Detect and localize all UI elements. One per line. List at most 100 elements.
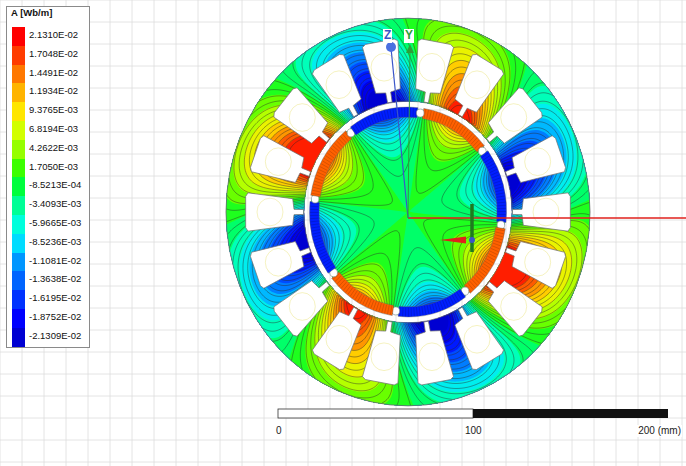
flux-line [208, 0, 608, 425]
magnet-hatch [321, 164, 329, 168]
rotor-field [208, 0, 608, 425]
magnet-hatch [390, 306, 392, 315]
legend-value: 1.7048E-02 [29, 49, 78, 59]
legend-value: -1.1081E-02 [29, 256, 81, 266]
flux-line [208, 0, 608, 425]
magnet-hatch [376, 113, 379, 122]
magnet-hatch [497, 208, 505, 209]
stator-slot [312, 54, 361, 116]
axis-label: Y [404, 29, 414, 43]
flux-line [234, 33, 582, 391]
flux-line [208, 26, 608, 398]
flux-line [208, 0, 608, 425]
magnet-hatch [491, 248, 499, 251]
legend-swatch [12, 121, 25, 140]
flux-line [208, 0, 608, 425]
magnet-hatch [310, 215, 318, 216]
coil-outline [257, 198, 283, 226]
field-band [208, 0, 608, 425]
legend-value: -5.9665E-03 [29, 218, 81, 228]
grid-line [0, 440, 686, 441]
magnet-hatch [486, 259, 493, 263]
magnet-hatch [404, 108, 405, 117]
flux-line [208, 0, 608, 425]
magnet-hatch [379, 303, 382, 312]
coil-outline [326, 325, 352, 353]
magnet-hatch [452, 121, 456, 129]
flux-line [208, 0, 608, 425]
magnet-hatch [447, 118, 451, 126]
magnet-hatch [319, 169, 327, 173]
field-band [208, 0, 608, 425]
coil-outline [533, 198, 559, 226]
field-band [208, 0, 608, 425]
grid-line [0, 132, 686, 133]
magnet-hatch [365, 298, 369, 306]
motor-cross-section [208, 0, 608, 425]
magnet-hatch [314, 181, 322, 184]
flux-line [208, 0, 608, 425]
flux-line [208, 0, 608, 425]
magnet-hatch [312, 193, 320, 195]
magnet-hatch [490, 169, 498, 173]
magnet-hatch [310, 212, 318, 213]
magnet-hatch [376, 302, 379, 311]
field-band [208, 0, 608, 425]
triad-green [470, 204, 474, 252]
field-band [208, 0, 608, 425]
coil-outline [326, 71, 352, 99]
magnet-hatch [450, 296, 454, 304]
grid-line [0, 396, 686, 397]
y-axis [408, 50, 410, 218]
stator-slot [362, 321, 400, 385]
magnet-hatch [487, 163, 495, 167]
flux-line [208, 0, 608, 425]
magnet-hatch [412, 108, 413, 117]
legend-value: -1.6195E-02 [29, 293, 81, 303]
magnet-hatch [416, 307, 418, 316]
magnet-hatch [432, 111, 434, 120]
magnet-segment [309, 201, 335, 273]
flux-line [208, 0, 608, 425]
magnet-hatch [408, 307, 409, 316]
magnet-hatch [440, 301, 443, 309]
legend-swatch [12, 215, 25, 234]
flux-line [208, 0, 608, 425]
magnet-hatch [419, 307, 420, 316]
magnet-hatch [311, 224, 319, 225]
legend-value: 6.8194E-03 [29, 124, 78, 134]
legend-swatch [12, 102, 25, 121]
legend-value: -2.1309E-02 [29, 331, 81, 341]
flux-line [208, 0, 608, 425]
flux-line [239, 40, 577, 384]
magnet-hatch [442, 300, 445, 308]
legend-swatch [12, 46, 25, 65]
legend-value: -3.4093E-03 [29, 199, 81, 209]
magnet-hatch [430, 304, 432, 313]
legend-value: 4.2622E-03 [29, 143, 78, 153]
stator-slot [274, 281, 330, 336]
field-band [208, 0, 608, 425]
stator-slot [416, 321, 454, 385]
field-band [208, 0, 608, 425]
flux-line [208, 0, 608, 425]
magnet-hatch [315, 241, 323, 244]
magnet-hatch [312, 232, 320, 234]
coil-outline [501, 104, 527, 132]
legend-title: A [Wb/m] [10, 8, 53, 19]
flux-line [208, 0, 608, 425]
magnet-hatch [368, 117, 372, 125]
magnet-gap [416, 109, 424, 117]
flux-line [208, 0, 608, 425]
magnet-hatch [452, 295, 456, 303]
x-axis [408, 217, 686, 218]
field-band [244, 46, 572, 377]
magnet-hatch [381, 112, 383, 121]
field-band [208, 0, 608, 425]
magnet-hatch [362, 120, 366, 128]
field-band [233, 32, 583, 391]
legend-value: 1.7050E-03 [29, 162, 78, 172]
flux-line [208, 0, 608, 425]
y-axis-head [406, 44, 414, 53]
